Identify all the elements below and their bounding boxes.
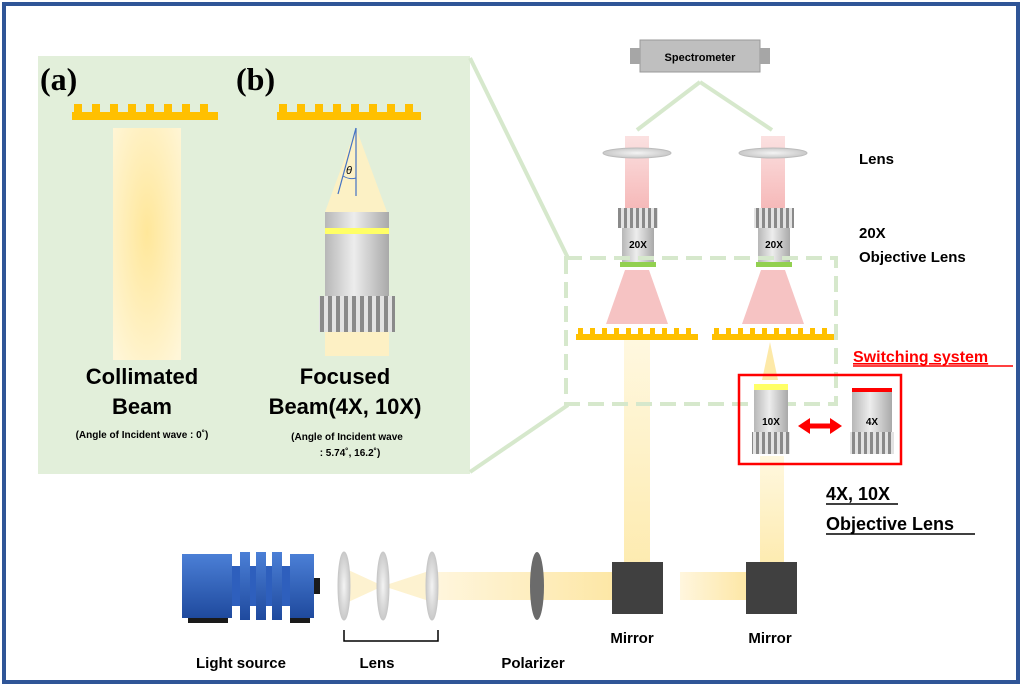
label-lens-top: Lens	[859, 151, 894, 168]
label-mirror-right: Mirror	[748, 630, 792, 647]
label-light-source: Light source	[196, 655, 286, 672]
label-20x-line2: Objective Lens	[859, 249, 966, 266]
mirror-left	[612, 562, 663, 614]
panel-b-objective-body	[325, 212, 389, 296]
angle-line-ray	[337, 127, 357, 195]
yellow-beam-left-vertical	[624, 340, 650, 562]
zoom-line-top	[468, 57, 570, 259]
yellow-cone-right	[762, 342, 778, 380]
objective-20x-right-label: 20X	[765, 240, 783, 251]
label-lens-bottom: Lens	[359, 655, 394, 672]
panel-b-title-line2: Beam(4X, 10X)	[269, 394, 422, 419]
yellow-beam-right-vertical	[760, 456, 784, 562]
polarizer	[530, 552, 544, 620]
panel-b-title-line1: Focused	[300, 364, 390, 389]
panel-a-title-line2: Beam	[112, 394, 172, 419]
objective-20x-left-label: 20X	[629, 240, 647, 251]
angle-theta-label: θ	[346, 165, 352, 177]
panel-b-grating-teeth	[279, 104, 413, 112]
label-20x-line1: 20X	[859, 225, 886, 242]
switching-system-label: Switching system	[853, 349, 988, 366]
sample-grating-right	[712, 328, 834, 340]
label-4x10x-line1: 4X, 10X	[826, 484, 890, 504]
switching-system-box	[737, 373, 903, 466]
collimated-beam	[113, 128, 181, 360]
panel-a-note: (Angle of Incident wave : 0˚)	[76, 429, 209, 441]
objective-10x-label: 10X	[762, 417, 780, 428]
red-cone-right	[742, 270, 804, 324]
beam-mirror-to-mirror	[680, 572, 746, 600]
panel-b-beam-below	[325, 332, 389, 356]
angle-arc	[342, 175, 357, 180]
bottom-lens-3	[425, 551, 439, 621]
beam-lens1-to-lens2	[344, 568, 383, 604]
label-polarizer: Polarizer	[501, 655, 565, 672]
light-source	[182, 552, 320, 623]
red-beam-left-upper	[625, 136, 649, 208]
fiber-left	[635, 80, 702, 132]
inset-panel: (a) Collimated Beam (Angle of Incident w…	[38, 56, 570, 474]
objective-4x-label: 4X	[866, 417, 879, 428]
beam-lens-to-mirror	[432, 572, 612, 600]
bottom-lens-2	[376, 551, 390, 621]
panel-a-tag: (a)	[40, 61, 77, 97]
panel-b-objective-yellow-band	[325, 228, 389, 234]
spectrometer: Spectrometer	[630, 39, 770, 73]
zoom-dashed-box	[564, 256, 838, 406]
lens-bracket	[343, 630, 439, 642]
top-lens-left	[602, 147, 672, 159]
spectrometer-label: Spectrometer	[665, 52, 737, 64]
panel-b-note-line1: (Angle of Incident wave	[291, 432, 403, 443]
zoom-line-bottom	[468, 403, 570, 474]
switch-arrow	[798, 418, 842, 434]
panel-b-grating-bar	[277, 112, 421, 120]
panel-a-title-line1: Collimated	[86, 364, 198, 389]
top-lens-right	[738, 147, 808, 159]
fiber-right	[698, 80, 774, 132]
objective-10x: 10X	[752, 384, 790, 454]
mirror-right	[746, 562, 797, 614]
bottom-lens-1	[337, 551, 351, 621]
red-beam-right-upper	[761, 136, 785, 208]
label-mirror-left: Mirror	[610, 630, 654, 647]
panel-a-grating-teeth	[74, 104, 208, 112]
panel-b-note-line2: : 5.74˚, 16.2˚)	[320, 447, 381, 459]
inset-panel-bg	[38, 56, 470, 474]
sample-grating-left	[576, 328, 698, 340]
beam-lens2-to-lens3	[383, 570, 432, 602]
objective-4x: 4X	[850, 388, 894, 454]
panel-b-tag: (b)	[236, 61, 275, 97]
panel-b-objective-ribs	[319, 296, 395, 332]
red-cone-left	[606, 270, 668, 324]
panel-a-grating-bar	[72, 112, 218, 120]
label-4x10x-line2: Objective Lens	[826, 514, 954, 534]
